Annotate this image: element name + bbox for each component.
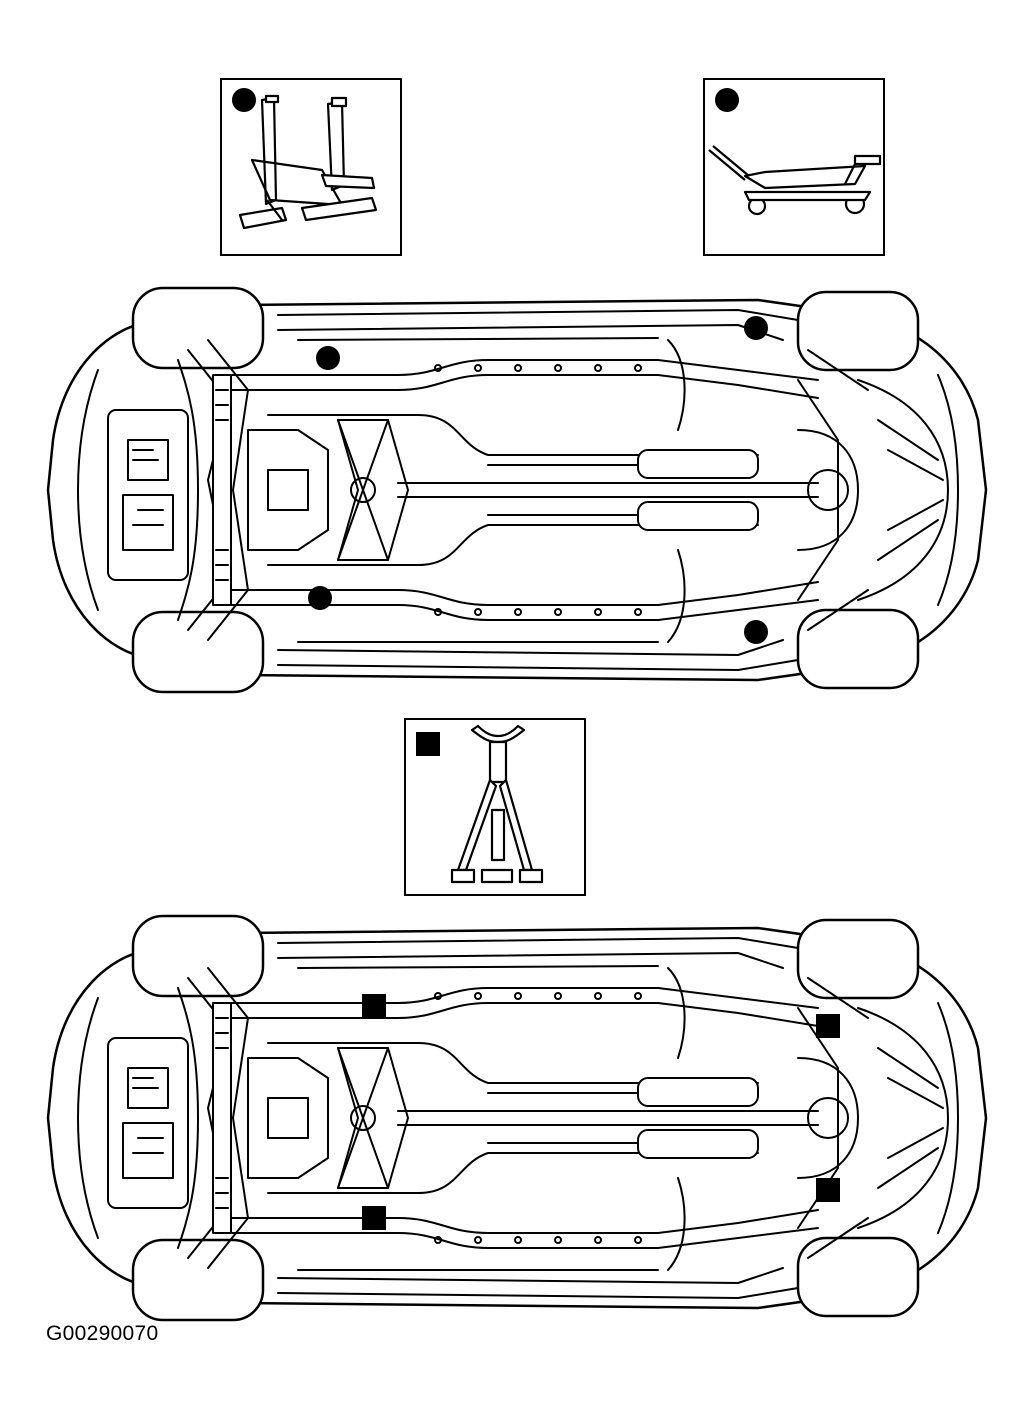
- jack-circle-marker: [715, 88, 739, 112]
- two-post-lift-icon: [232, 88, 378, 230]
- lift-point-front-right: [308, 586, 332, 610]
- underbody-view-lift-points: [38, 280, 998, 700]
- lift-point-rear-right: [744, 620, 768, 644]
- stand-panel: [404, 718, 586, 896]
- vehicle-underbody-drawing: [46, 914, 988, 1322]
- stand-point-rear-right: [816, 1178, 840, 1202]
- floor-jack-icon: [708, 88, 882, 216]
- stand-square-marker: [416, 732, 440, 756]
- vehicle-underbody-drawing: [46, 286, 988, 694]
- stand-point-front-left: [362, 994, 386, 1018]
- lift-circle-marker: [232, 88, 256, 112]
- underbody-view-stand-points: [38, 908, 998, 1328]
- jack-panel: [703, 78, 885, 256]
- stand-point-rear-left: [816, 1014, 840, 1038]
- lift-point-front-left: [316, 346, 340, 370]
- lift-point-rear-left: [744, 316, 768, 340]
- jack-stand-icon: [416, 724, 544, 884]
- figure-id: G00290070: [46, 1322, 159, 1345]
- lift-panel: [220, 78, 402, 256]
- stand-point-front-right: [362, 1206, 386, 1230]
